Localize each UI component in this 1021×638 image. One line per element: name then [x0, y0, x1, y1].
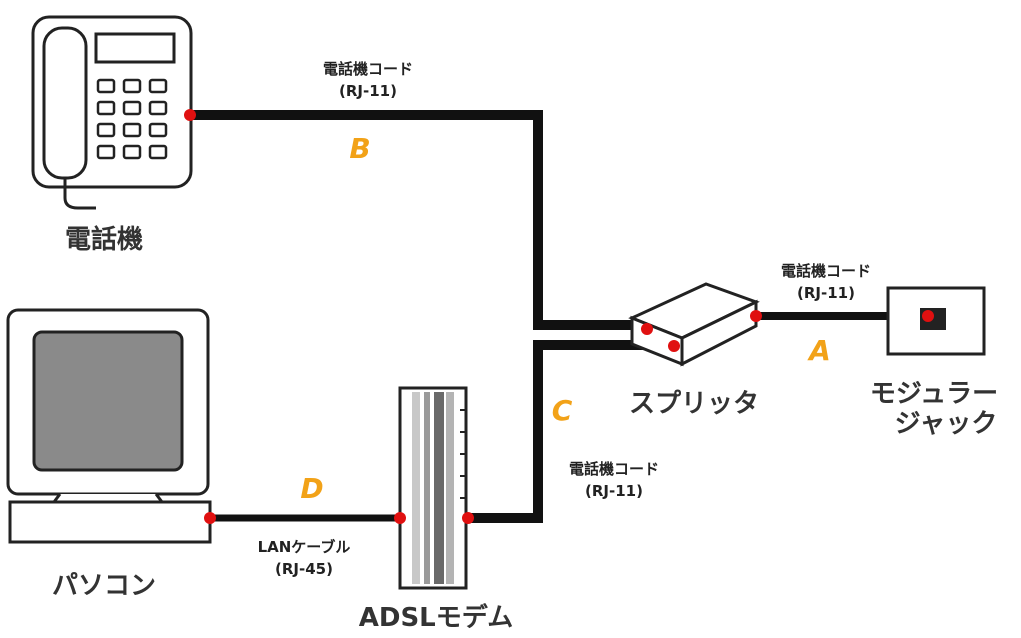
cable-d-letter: D — [300, 472, 323, 505]
pc-caption: パソコン — [52, 571, 156, 601]
cable-b — [190, 110, 640, 330]
splitter-caption: スプリッタ — [629, 389, 759, 419]
pc-base-icon — [8, 500, 212, 544]
keypad-icon — [96, 78, 168, 160]
modem-caption: ADSLモデム — [359, 602, 513, 633]
connector-modem-lan — [394, 512, 406, 524]
handset-icon — [42, 26, 88, 180]
cable-c-letter: C — [552, 394, 573, 427]
connector-modem-line — [462, 512, 474, 524]
connector-jack — [922, 310, 934, 322]
connector-splitter-b — [641, 323, 653, 335]
connector-pc — [204, 512, 216, 524]
phone-caption: 電話機 — [65, 224, 143, 255]
connector-phone — [184, 109, 196, 121]
screen-icon — [32, 330, 184, 472]
modular-jack — [886, 286, 986, 356]
cable-a-name: 電話機コード — [781, 262, 871, 280]
handset-cord-icon — [63, 178, 96, 210]
connector-splitter-a — [750, 310, 762, 322]
cables — [190, 110, 928, 523]
modem-indicator-icon — [460, 409, 466, 499]
cable-b-name: 電話機コード — [323, 60, 413, 78]
cable-c-name: 電話機コード — [569, 460, 659, 478]
telephone — [31, 15, 193, 210]
splitter — [628, 282, 760, 367]
cable-a-letter: A — [807, 334, 831, 367]
computer — [6, 308, 212, 544]
cable-d-spec: (RJ-45) — [275, 560, 333, 578]
cable-d-name: LANケーブル — [258, 538, 351, 556]
cable-b-letter: B — [349, 132, 370, 165]
cable-a-spec: (RJ-11) — [797, 284, 855, 302]
cable-c — [468, 340, 672, 523]
connectors — [184, 109, 934, 524]
cable-c-spec: (RJ-11) — [585, 482, 643, 500]
adsl-modem — [398, 386, 468, 590]
phone-display-icon — [94, 32, 176, 64]
cable-b-spec: (RJ-11) — [339, 82, 397, 100]
jack-caption-line1: モジュラー — [870, 379, 998, 409]
connector-splitter-c — [668, 340, 680, 352]
jack-caption-line2: ジャック — [895, 409, 998, 439]
